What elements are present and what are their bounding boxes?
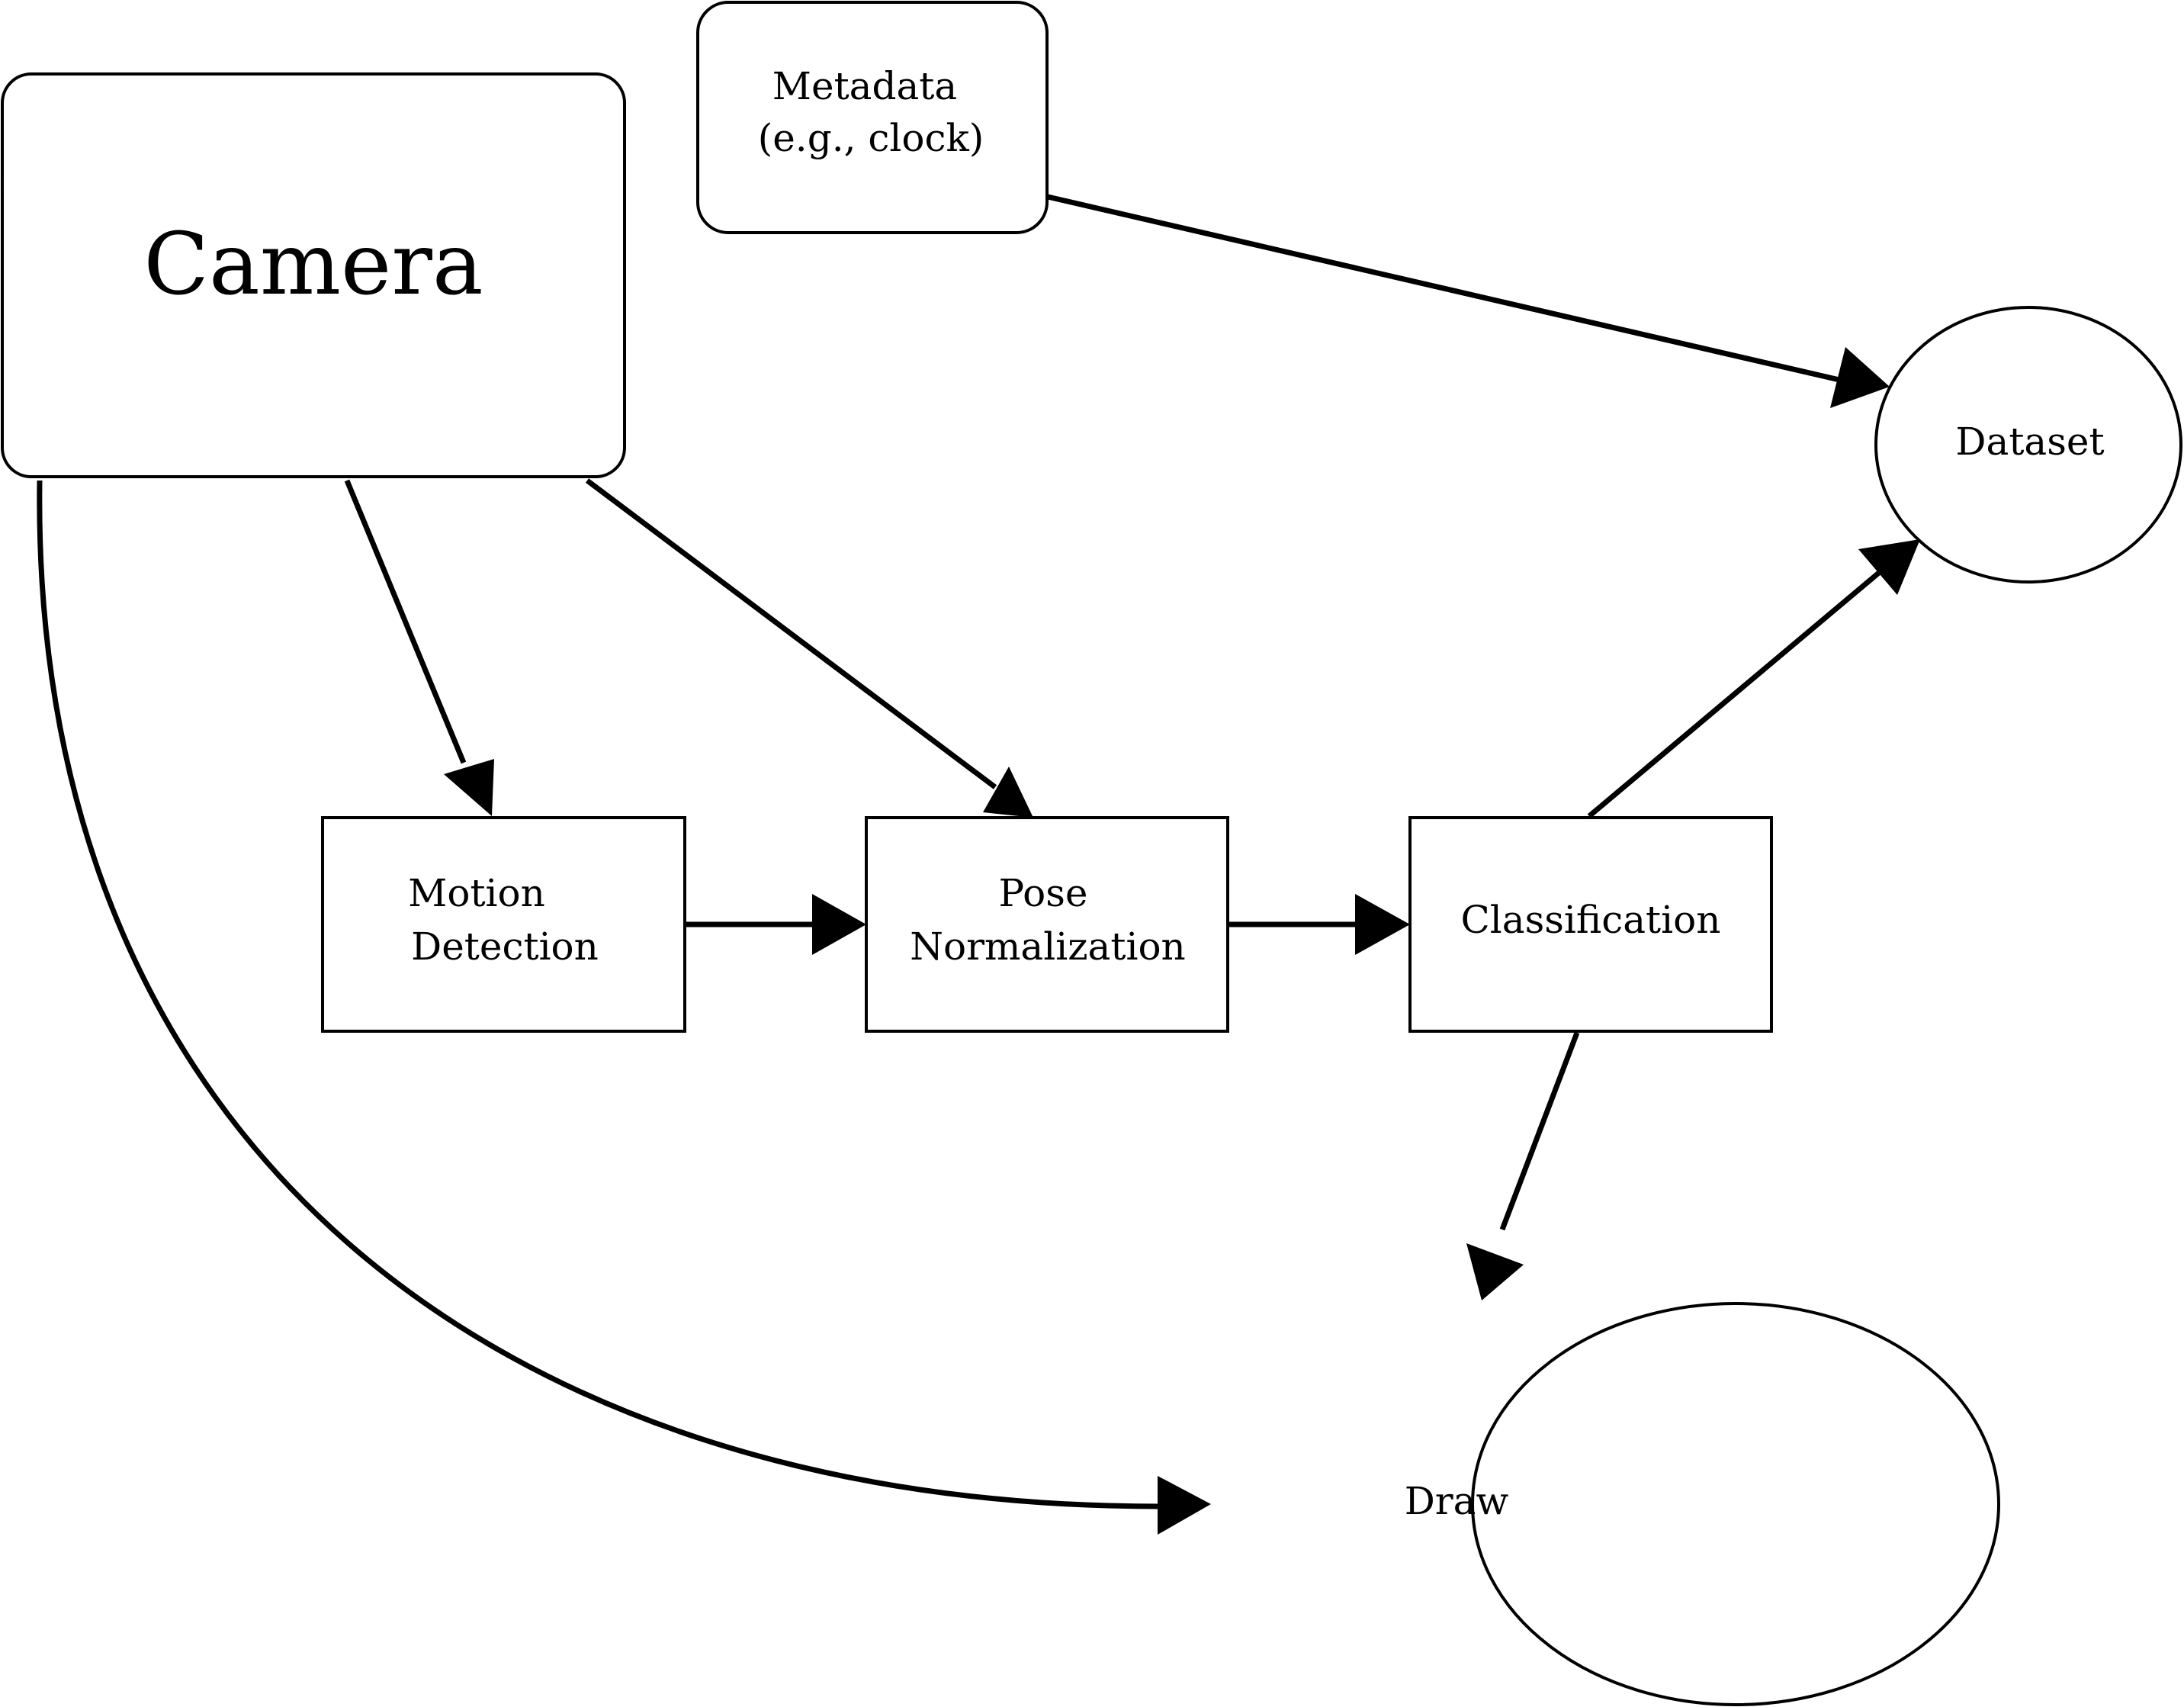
pose-normalization-label-line-1: Pose [999,871,1088,915]
camera-box [1,72,626,478]
edge-classification-dataset [1587,570,1882,818]
edge-camera-pose-normalization [585,478,997,789]
node-motion-detection: Motion Detection [321,816,686,1033]
pose-normalization-box [865,816,1229,1033]
classification-box [1408,816,1773,1033]
draw-label: Draw [1405,1479,1509,1523]
pose-normalization-label-line-2: Normalization [910,924,1186,969]
node-metadata: Metadata (e.g., clock) [696,1,1049,234]
motion-detection-label-line-2: Detection [411,924,599,969]
node-dataset: Dataset [1874,306,2182,583]
node-draw: Draw [1405,1302,2000,1706]
dataset-label: Dataset [1955,420,2104,464]
metadata-box [696,1,1049,234]
edge-camera-draw [37,480,1160,1509]
arrowhead-camera-motion-detection [444,759,494,816]
edge-classification-draw [1499,1031,1580,1231]
arrowhead-classification-draw [1466,1243,1524,1300]
arrowhead-camera-draw [1158,1476,1211,1535]
node-pose-normalization: Pose Normalization [865,816,1229,1033]
classification-label: Classification [1461,898,1721,942]
edge-camera-motion-detection [344,479,467,764]
motion-detection-label-line-1: Motion [408,871,545,915]
arrowhead-pose-classification [1355,894,1410,955]
arrowhead-classification-dataset [1858,539,1920,595]
camera-label: Camera [143,215,483,314]
metadata-label-line-2: (e.g., clock) [758,116,984,160]
dataset-ellipse [1874,306,2182,583]
arrowhead-metadata-dataset [1830,347,1890,408]
arrowhead-motion-pose [812,894,866,955]
edges [37,194,1920,1535]
draw-ellipse [1471,1302,2000,1706]
arrowhead-camera-pose-normalization [983,767,1033,818]
node-camera: Camera [1,72,626,478]
motion-detection-box [321,816,686,1033]
edge-metadata-dataset [1047,194,1840,383]
node-classification: Classification [1408,816,1773,1033]
metadata-label-line-1: Metadata [772,64,957,108]
